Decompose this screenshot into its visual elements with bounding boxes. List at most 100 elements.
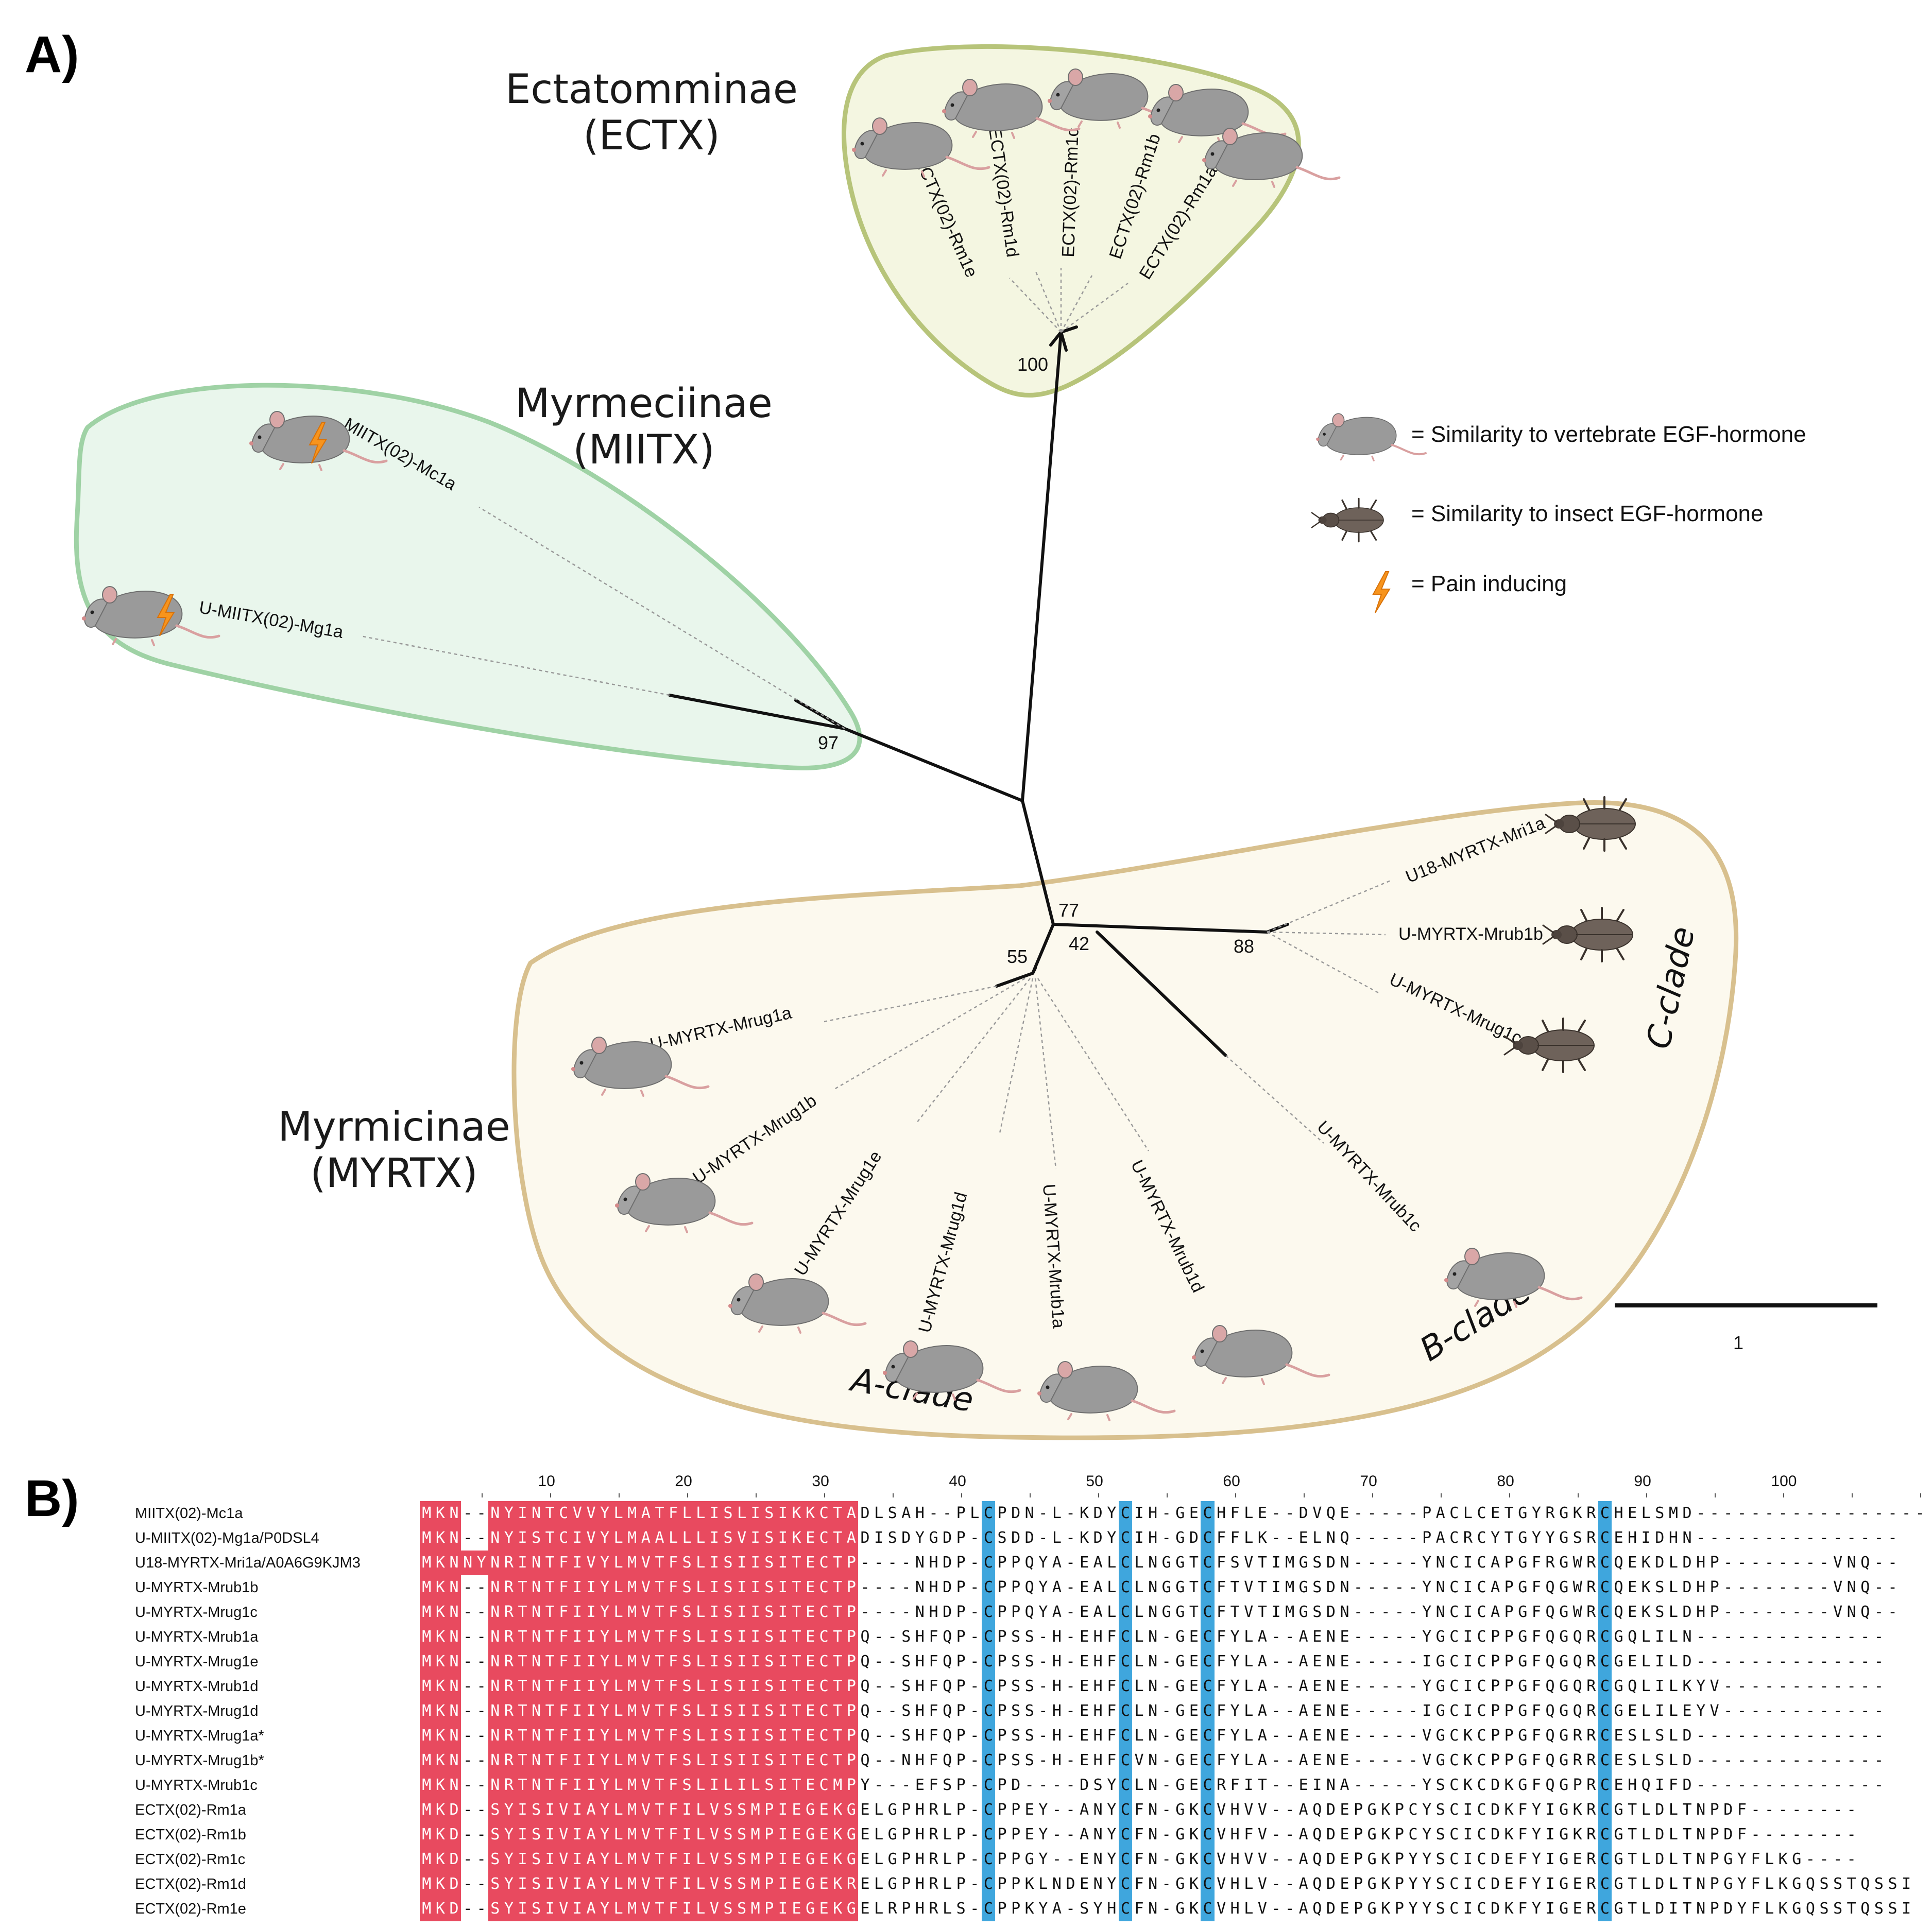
residue: I <box>516 1822 529 1847</box>
residue: K <box>433 1724 448 1748</box>
residue: R <box>1586 1727 1596 1745</box>
residue: K <box>831 1847 845 1872</box>
residue: P <box>1394 1825 1404 1844</box>
residue: G <box>1367 1801 1377 1819</box>
residue: - <box>1723 1702 1733 1720</box>
residue: C <box>1449 1578 1459 1596</box>
residue: I <box>1655 1776 1665 1794</box>
residue: I <box>1545 1900 1555 1918</box>
residue: T <box>1504 1529 1514 1547</box>
residue: S <box>997 1529 1007 1547</box>
residue: I <box>516 1798 529 1822</box>
residue: M <box>625 1526 639 1551</box>
residue: K <box>1381 1801 1391 1819</box>
residue: S <box>1655 1504 1665 1522</box>
residue: K <box>1080 1529 1089 1547</box>
residue: D <box>1326 1900 1336 1918</box>
residue: S <box>488 1822 502 1847</box>
residue: P <box>1709 1875 1719 1893</box>
residue: - <box>1792 1578 1802 1596</box>
residue: S <box>529 1798 543 1822</box>
residue: P <box>1491 1652 1500 1670</box>
residue: - <box>887 1578 897 1596</box>
residue: D <box>1682 1751 1692 1769</box>
ruler-tick <box>550 1493 551 1497</box>
ruler-number: 90 <box>1634 1473 1651 1490</box>
residue: E <box>1340 1504 1349 1522</box>
residue: S <box>1655 1578 1665 1596</box>
residue: D <box>1491 1875 1500 1893</box>
residue: L <box>1134 1702 1144 1720</box>
residue: - <box>476 1603 486 1621</box>
residue: S <box>734 1822 749 1847</box>
residue: - <box>1792 1727 1802 1745</box>
residue: S <box>1312 1603 1322 1621</box>
residue: I <box>748 1501 762 1526</box>
residue: N <box>529 1773 543 1798</box>
residue: S <box>1572 1529 1582 1547</box>
residue: C <box>1201 1600 1215 1625</box>
residue: S <box>1024 1702 1034 1720</box>
residue: I <box>734 1674 749 1699</box>
residue: G <box>1161 1554 1171 1572</box>
residue: L <box>1641 1801 1651 1819</box>
residue: V <box>1217 1900 1226 1918</box>
residue: Q <box>1805 1900 1815 1918</box>
residue: S <box>721 1551 735 1575</box>
residue: I <box>516 1847 529 1872</box>
residue: F <box>557 1674 571 1699</box>
residue: Y <box>597 1600 612 1625</box>
residue: K <box>1504 1801 1514 1819</box>
residue: I <box>543 1798 557 1822</box>
residue: E <box>1312 1652 1322 1670</box>
residue: - <box>1737 1652 1747 1670</box>
residue: - <box>970 1628 980 1646</box>
residue: - <box>1874 1504 1884 1522</box>
lightning-bolt-icon <box>1373 571 1390 613</box>
residue: S <box>1011 1652 1021 1670</box>
residue: F <box>1217 1529 1226 1547</box>
residue: - <box>1052 1825 1062 1844</box>
residue: I <box>1655 1652 1665 1670</box>
residue: I <box>584 1773 598 1798</box>
residue: I <box>1655 1628 1665 1646</box>
residue: S <box>1230 1554 1240 1572</box>
residue: - <box>1354 1603 1363 1621</box>
residue: F <box>1134 1900 1144 1918</box>
alignment-sequence-name: U18-MYRTX-Mri1a/A0A6G9KJM3 <box>135 1555 361 1571</box>
residue: E <box>1080 1578 1089 1596</box>
residue: C <box>1598 1748 1612 1773</box>
residue: - <box>874 1776 884 1794</box>
residue: - <box>1038 1727 1048 1745</box>
residue: T <box>516 1625 529 1649</box>
residue: N <box>447 1699 461 1724</box>
residue: L <box>611 1724 625 1748</box>
residue: Q <box>1024 1554 1034 1572</box>
residue: Y <box>1107 1801 1117 1819</box>
residue: E <box>1340 1825 1349 1844</box>
residue: G <box>1175 1578 1185 1596</box>
residue: L <box>1052 1504 1062 1522</box>
residue: H <box>1052 1702 1062 1720</box>
residue: - <box>887 1776 897 1794</box>
residue: P <box>1491 1751 1500 1769</box>
residue: L <box>1641 1652 1651 1670</box>
residue: - <box>1792 1825 1802 1844</box>
residue: G <box>1435 1677 1445 1695</box>
residue: T <box>653 1649 666 1674</box>
residue: C <box>817 1575 831 1600</box>
residue: F <box>557 1773 571 1798</box>
residue: Y <box>1422 1801 1432 1819</box>
residue: Y <box>597 1625 612 1649</box>
residue: - <box>476 1578 486 1596</box>
residue: - <box>1778 1751 1788 1769</box>
residue: E <box>790 1872 803 1897</box>
residue: N <box>1024 1504 1034 1522</box>
alignment-sequence-name: ECTX(02)-Rm1a <box>135 1802 246 1818</box>
residue: Y <box>502 1526 516 1551</box>
residue: A <box>1298 1628 1308 1646</box>
residue: G <box>1435 1751 1445 1769</box>
residue: L <box>611 1897 625 1921</box>
residue: N <box>488 1773 502 1798</box>
residue: Q <box>1572 1652 1582 1670</box>
